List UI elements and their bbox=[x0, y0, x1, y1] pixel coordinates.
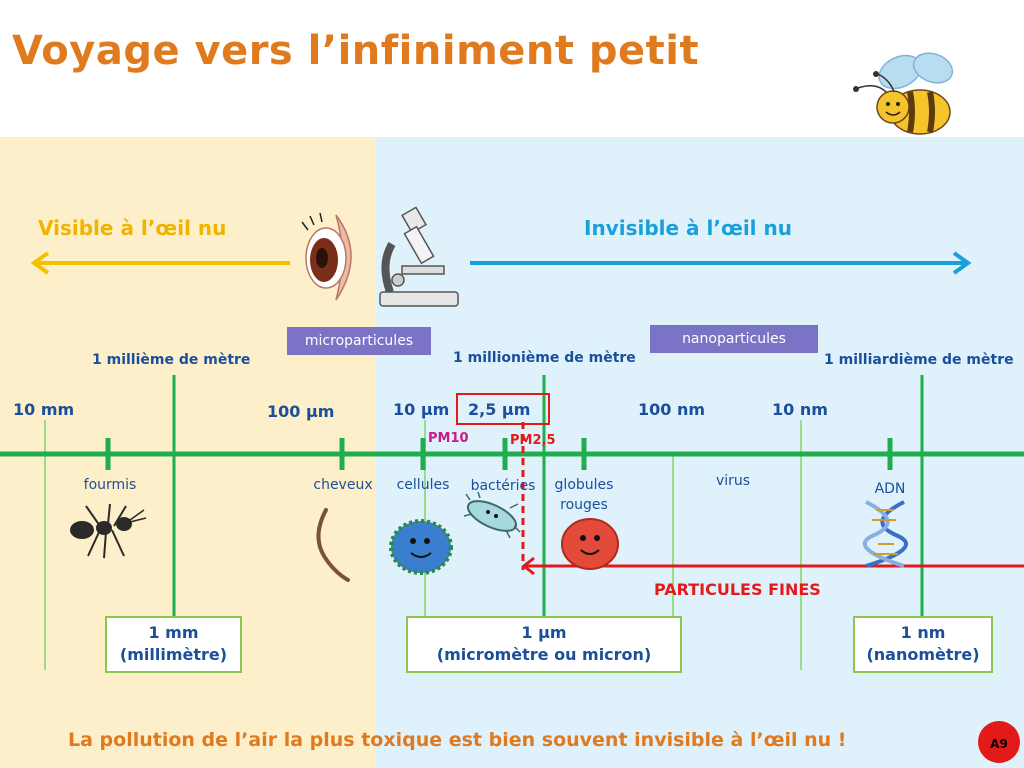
pm10-label: PM10 bbox=[428, 431, 469, 446]
label-cells: cellules bbox=[396, 477, 450, 493]
scale-10mm: 10 mm bbox=[13, 400, 75, 419]
label-virus: virus bbox=[715, 473, 751, 489]
unit-box-um: 1 µm (micromètre ou micron) bbox=[406, 616, 682, 673]
page-title: Voyage vers l’infiniment petit bbox=[12, 28, 700, 74]
fine-particles-label: PARTICULES FINES bbox=[654, 580, 821, 599]
scale-10nm: 10 nm bbox=[772, 400, 828, 419]
bacteria-icon bbox=[463, 491, 521, 539]
unit-label-milli: 1 millième de mètre bbox=[92, 352, 251, 368]
dna-icon bbox=[862, 500, 908, 568]
ant-icon bbox=[70, 503, 147, 559]
cell-icon bbox=[389, 519, 453, 575]
hair-icon bbox=[316, 508, 350, 582]
invisible-label: Invisible à l’œil nu bbox=[584, 216, 792, 240]
visible-label: Visible à l’œil nu bbox=[38, 216, 227, 240]
microscope-icon bbox=[379, 206, 459, 307]
page-badge-label: A9 bbox=[990, 737, 1008, 751]
unit-label-nano: 1 milliardième de mètre bbox=[824, 352, 1014, 368]
label-blood-cells: globules rouges bbox=[554, 477, 614, 513]
label-dna: ADN bbox=[874, 481, 906, 497]
bee-icon bbox=[853, 52, 954, 135]
microparticles-pill: microparticules bbox=[287, 327, 431, 355]
scale-100nm: 100 nm bbox=[638, 400, 706, 419]
pm25-label: PM2,5 bbox=[510, 433, 556, 448]
nanoparticles-pill: nanoparticules bbox=[650, 325, 818, 353]
label-hair: cheveux bbox=[313, 477, 373, 493]
page-badge: A9 bbox=[978, 721, 1020, 763]
visibility-arrows bbox=[30, 251, 972, 275]
eye-icon bbox=[301, 212, 352, 301]
pm25-highlight-box bbox=[456, 393, 550, 425]
unit-label-micro: 1 millionième de mètre bbox=[453, 350, 636, 366]
footer-message: La pollution de l’air la plus toxique es… bbox=[68, 729, 847, 751]
scale-100um: 100 µm bbox=[267, 402, 335, 421]
label-ant: fourmis bbox=[83, 477, 137, 493]
unit-box-mm: 1 mm (millimètre) bbox=[105, 616, 242, 673]
scale-2-5um: 2,5 µm bbox=[468, 400, 531, 419]
scale-10um: 10 µm bbox=[393, 400, 450, 419]
blood-cell-icon bbox=[561, 518, 619, 570]
unit-box-nm: 1 nm (nanomètre) bbox=[853, 616, 993, 673]
label-bacteria: bactéries bbox=[470, 478, 536, 494]
